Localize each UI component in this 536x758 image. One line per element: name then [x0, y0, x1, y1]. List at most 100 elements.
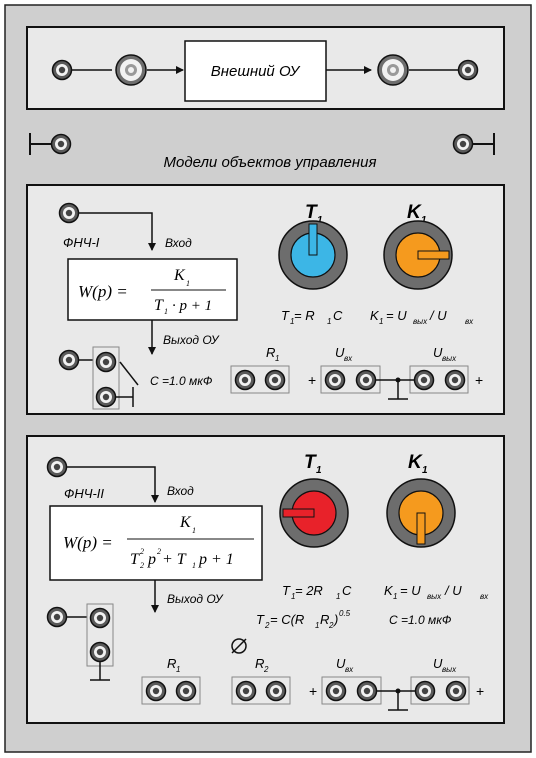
top-output-socket[interactable] [377, 54, 409, 86]
m2-formula-t2-b: = C(R [270, 612, 304, 627]
m1-output-jack[interactable] [58, 349, 80, 371]
top-right-jack[interactable] [457, 59, 479, 81]
m2-formula-t1-a-sub: 1 [291, 592, 295, 601]
m1-plus-right: + [475, 372, 483, 388]
m2-formula-k-a: K [384, 583, 394, 598]
m1-output-label: Выход ОУ [163, 333, 220, 347]
m2-r2-label: R [255, 656, 264, 671]
m1-den-t-sub: 1 [164, 307, 168, 316]
m1-den-t: T [154, 297, 164, 314]
m1-r1-jack-a[interactable] [234, 369, 256, 391]
m2-t1-knob[interactable] [279, 478, 349, 548]
m2-uin-jack-b[interactable] [356, 680, 378, 702]
m2-w-lhs: W(p) = [63, 533, 113, 552]
m1-knob-k-sub: 1 [421, 215, 427, 226]
m2-r2-variable-icon [231, 638, 247, 654]
m2-r1-label: R [167, 656, 176, 671]
m2-output-jack[interactable] [46, 606, 68, 628]
m2-uout-jack-b[interactable] [445, 680, 467, 702]
m2-capacitor: C =1.0 мкФ [389, 613, 452, 627]
m2-formula-t1-a: T [282, 583, 291, 598]
m1-formula-k-a-sub: 1 [379, 317, 383, 326]
m2-uin-label: U [336, 656, 346, 671]
m1-formula-k-b: = U [386, 308, 407, 323]
m1-formula-t-b: = R [294, 308, 315, 323]
m2-output-pin-b[interactable] [89, 641, 111, 663]
m2-input-label: Вход [167, 484, 194, 498]
m2-formula-k-c: / U [444, 583, 462, 598]
m2-formula-t2-a: T [256, 612, 265, 627]
m2-r2-sub: 2 [263, 665, 269, 674]
m2-knob-t-label: T [304, 452, 317, 473]
m2-numerator: K [179, 514, 192, 531]
m2-filter-label: ФНЧ-II [64, 486, 104, 501]
m1-filter-label: ФНЧ-I [63, 235, 100, 250]
m2-uin-sub: вх [345, 665, 354, 674]
m1-formula-k-c: / U [429, 308, 447, 323]
m2-den-b-sup: 2 [157, 547, 161, 556]
m2-formula-t2-d: ) [332, 612, 338, 627]
m1-formula-t-a: T [281, 308, 290, 323]
left-ground-jack[interactable] [29, 133, 72, 155]
m1-t1-knob[interactable] [278, 220, 348, 290]
m1-formula-t-b-sub: 1 [327, 317, 331, 326]
m1-uout-jack-a[interactable] [413, 369, 435, 391]
m1-formula-k-a: K [370, 308, 380, 323]
m2-formula-t2-sup: 0.5 [339, 609, 351, 618]
m1-den-rest: · p + 1 [172, 298, 212, 314]
m1-r1-label: R [266, 345, 275, 360]
m2-numerator-sub: 1 [192, 526, 196, 535]
m2-r1-jack-b[interactable] [175, 680, 197, 702]
m2-den-b: p [147, 551, 156, 568]
m1-output-pin-b[interactable] [95, 386, 117, 408]
m2-formula-k-b: = U [400, 583, 421, 598]
m2-k1-knob[interactable] [386, 478, 456, 548]
m2-formula-k-b-sub: вых [427, 592, 442, 601]
m2-r2-jack-b[interactable] [265, 680, 287, 702]
m2-output-pin-a[interactable] [89, 607, 111, 629]
m2-den-c-sub: 1 [192, 561, 196, 570]
m1-formula-t-a-sub: 1 [290, 317, 294, 326]
module-1-lowpass: ФНЧ-I Вход W(p) = K 1 T 1 · p + 1 Выход … [26, 184, 505, 415]
m2-formula-t1-b: = 2R [295, 583, 323, 598]
m2-formula-t2-c: R [320, 612, 329, 627]
m1-k1-knob[interactable] [383, 220, 453, 290]
m2-formula-k-c-sub: вх [480, 592, 489, 601]
m2-formula-t2-b-sub: 1 [315, 621, 319, 630]
m2-plus-left: + [309, 683, 317, 699]
m1-uout-jack-b[interactable] [444, 369, 466, 391]
m1-r1-jack-b[interactable] [264, 369, 286, 391]
m1-capacitor: C =1.0 мкФ [150, 374, 213, 388]
m1-formula-t-c: C [333, 308, 343, 323]
right-ground-jack[interactable] [452, 133, 495, 155]
m2-formula-t1-c: C [342, 583, 352, 598]
m2-formula-k-a-sub: 1 [393, 592, 397, 601]
m1-plus-left: + [308, 372, 316, 388]
m2-uout-label: U [433, 656, 443, 671]
m2-input-jack[interactable] [46, 456, 68, 478]
m1-output-pin-a[interactable] [95, 351, 117, 373]
m2-den-a-sub: 2 [140, 561, 144, 570]
m1-numerator: K [173, 267, 186, 284]
m2-den-a: T [130, 551, 140, 568]
m2-formula-t2-a-sub: 2 [264, 621, 270, 630]
m1-input-jack[interactable] [58, 202, 80, 224]
m1-uin-label: U [335, 345, 345, 360]
external-object-label: Внешний ОУ [211, 63, 301, 80]
m2-transfer-function-box [49, 505, 263, 581]
m1-uin-jack-a[interactable] [324, 369, 346, 391]
m1-r1-sub: 1 [275, 354, 279, 363]
m1-input-label: Вход [165, 236, 192, 250]
top-left-jack[interactable] [51, 59, 73, 81]
m1-uin-sub: вх [344, 354, 353, 363]
m1-uin-jack-b[interactable] [355, 369, 377, 391]
m2-r1-jack-a[interactable] [145, 680, 167, 702]
models-title: Модели объектов управления [164, 154, 377, 171]
m2-r2-jack-a[interactable] [235, 680, 257, 702]
m2-uin-jack-a[interactable] [325, 680, 347, 702]
m2-den-a-sup: 2 [140, 547, 144, 556]
m2-uout-jack-a[interactable] [414, 680, 436, 702]
top-input-socket[interactable] [115, 54, 147, 86]
m1-formula-k-c-sub: вх [465, 317, 474, 326]
